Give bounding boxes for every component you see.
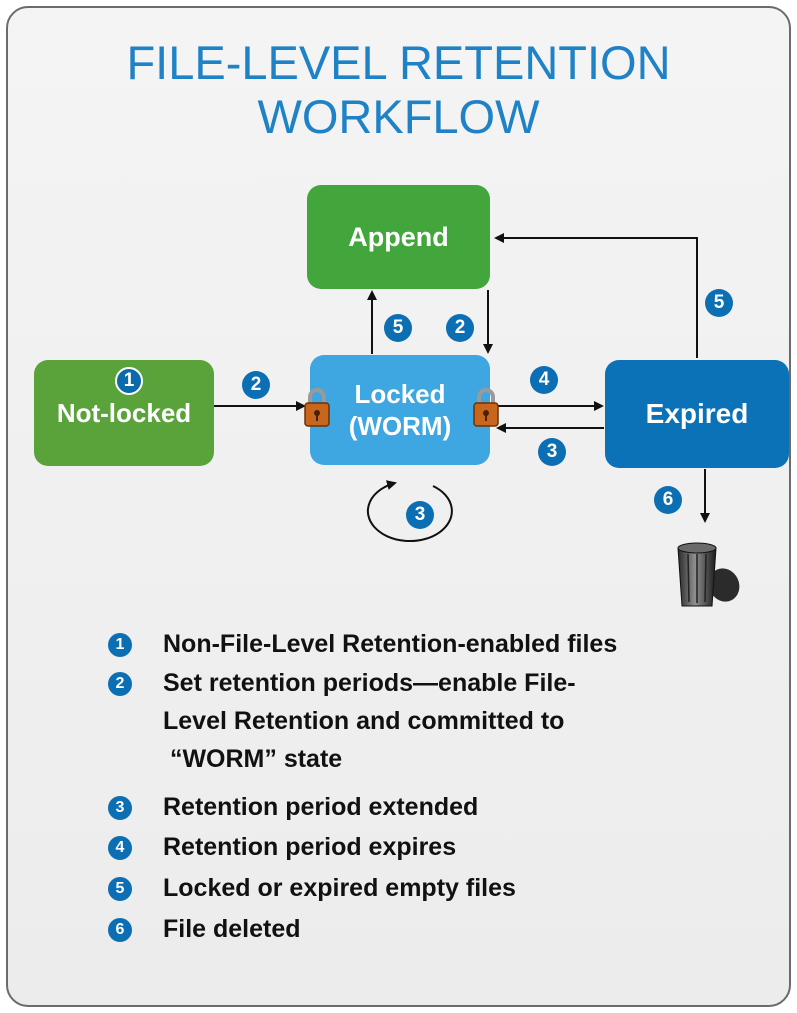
legend-badge: 2 — [108, 672, 132, 696]
legend-badge: 1 — [108, 633, 132, 657]
legend-badge: 3 — [108, 796, 132, 820]
arrow-loop-extend — [366, 480, 453, 543]
legend-text: Retention period expires — [163, 828, 456, 866]
legend-badge: 5 — [108, 877, 132, 901]
legend-line: Retention period extended — [163, 793, 479, 821]
legend-item-4: 4 Retention period expires — [108, 833, 456, 866]
trash-can-icon — [677, 542, 740, 607]
badge-expired-to-locked: 3 — [538, 438, 566, 466]
legend-text: Non-File-Level Retention-enabled files — [163, 625, 617, 663]
legend-item-1: 1 Non-File-Level Retention-enabled files — [108, 630, 617, 663]
legend-badge: 4 — [108, 836, 132, 860]
legend-item-3: 3 Retention period extended — [108, 793, 478, 826]
node-append: Append — [307, 185, 490, 289]
legend-text: Locked or expired empty files — [163, 869, 516, 907]
legend-badge: 6 — [108, 918, 132, 942]
legend-item-2: 2 Set retention periods—enable File- Lev… — [108, 669, 576, 778]
node-locked: Locked (WORM) — [310, 355, 490, 465]
node-locked-sublabel: (WORM) — [348, 411, 452, 441]
legend-line: “WORM” state — [163, 745, 343, 773]
badge-locked-to-expired: 4 — [530, 366, 558, 394]
node-expired-label: Expired — [645, 398, 749, 429]
legend-text: Retention period extended — [163, 788, 478, 826]
arrow-expired-to-append — [494, 233, 698, 358]
legend-line: Retention period expires — [163, 833, 457, 861]
legend-item-6: 6 File deleted — [108, 915, 301, 948]
badge-loop-extend: 3 — [406, 501, 434, 529]
legend-text: Set retention periods—enable File- Level… — [163, 664, 576, 778]
badge-not-locked: 1 — [115, 367, 143, 395]
legend-line: Set retention periods—enable File- — [163, 669, 576, 697]
legend-item-5: 5 Locked or expired empty files — [108, 874, 516, 907]
node-not-locked-label: Not-locked — [56, 397, 192, 428]
legend-line: File deleted — [163, 915, 301, 943]
node-locked-label: Locked — [354, 379, 446, 409]
lock-icon — [473, 388, 499, 427]
legend-line: Locked or expired empty files — [163, 874, 516, 902]
node-expired: Expired — [605, 360, 789, 468]
badge-append-to-locked: 2 — [446, 314, 474, 342]
diagram-title: FILE-LEVEL RETENTION WORKFLOW — [0, 36, 797, 144]
legend-line: Level Retention and committed to — [163, 707, 565, 735]
badge-expired-to-append: 5 — [705, 289, 733, 317]
badge-locked-to-append: 5 — [384, 314, 412, 342]
title-line-2: WORKFLOW — [257, 90, 540, 143]
legend-text: File deleted — [163, 910, 301, 948]
legend-line: Non-File-Level Retention-enabled files — [163, 630, 618, 658]
badge-delete: 6 — [654, 486, 682, 514]
lock-icon — [304, 388, 330, 427]
badge-to-locked: 2 — [242, 371, 270, 399]
title-line-1: FILE-LEVEL RETENTION — [126, 36, 671, 89]
node-append-label: Append — [348, 221, 449, 252]
